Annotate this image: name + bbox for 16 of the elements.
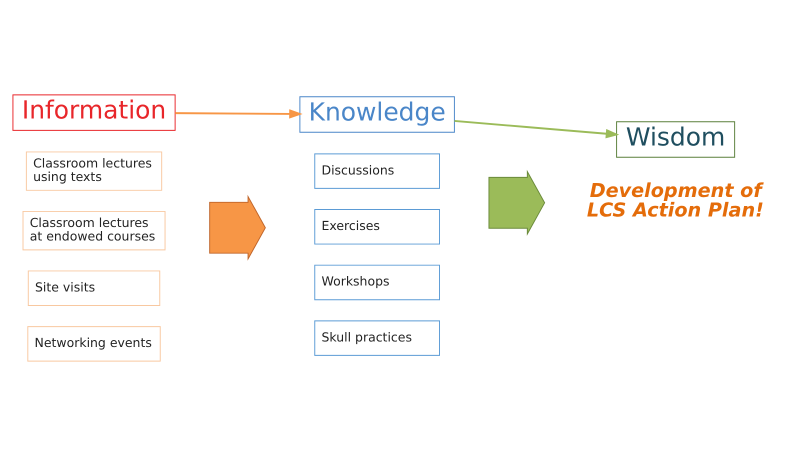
node-box: Classroom lectures using texts — [26, 151, 162, 191]
node-box: Knowledge — [299, 96, 455, 133]
node-box: Wisdom — [616, 121, 736, 158]
node-box: Workshops — [314, 264, 440, 300]
node-arrow — [488, 170, 546, 236]
node-text: Development of LCS Action Plan! — [586, 179, 764, 222]
node-box: Networking events — [27, 326, 161, 362]
arrow — [175, 109, 303, 119]
node-box: Classroom lectures at endowed courses — [22, 210, 166, 250]
node-box: Skull practices — [314, 320, 440, 356]
node-box: Site visits — [28, 270, 160, 306]
node-box: Information — [12, 94, 176, 131]
node-box: Discussions — [314, 153, 440, 189]
node-arrow — [209, 194, 266, 261]
node-box: Exercises — [314, 209, 440, 245]
arrow — [454, 120, 620, 138]
